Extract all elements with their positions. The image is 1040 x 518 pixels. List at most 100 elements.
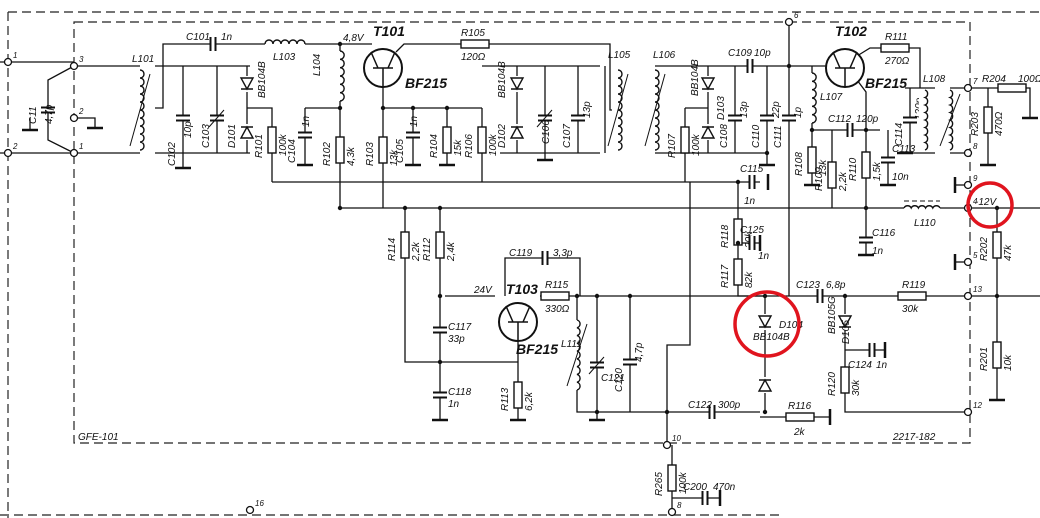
component-label: C114 (894, 122, 905, 146)
terminal-i1[interactable]: 1 (69, 142, 84, 158)
component-label: C122 (688, 400, 712, 411)
component-label: 300p (718, 400, 741, 411)
component-label: C118 (448, 387, 472, 398)
component-label: T102 (835, 23, 867, 39)
component-label: R118 (720, 224, 731, 248)
component-label: 2,4k (446, 241, 457, 262)
component-c121: C121 (588, 356, 625, 384)
terminal-label: 2 (12, 142, 18, 151)
component-label: D103 (716, 96, 727, 120)
terminal-i3[interactable]: 3 (69, 55, 85, 71)
junction-dot (735, 179, 741, 185)
component-label: BB105G (827, 296, 838, 334)
component-l106: L106 (644, 50, 676, 151)
component-c102: C102 10p (167, 114, 194, 166)
terminal-t13[interactable]: 13 (963, 285, 983, 301)
junction-dot (410, 105, 416, 111)
terminal-t8b[interactable]: 8 (667, 501, 683, 517)
terminal-label: 8 (973, 142, 978, 151)
component-label: 100k (488, 133, 499, 156)
component-l107: L107 (806, 72, 843, 124)
junction-dot (337, 105, 343, 111)
component-label: R119 (902, 280, 926, 291)
component-label: L103 (273, 52, 296, 63)
component-label: R108 (794, 152, 805, 176)
terminal-t9[interactable]: 9 (963, 174, 979, 190)
highlight-circle-supply (966, 181, 1014, 229)
component-label: 100k (678, 471, 689, 494)
component-label: 10k (1003, 354, 1014, 371)
component-label: 4,3k (346, 146, 357, 166)
terminal-t8[interactable]: 8 (963, 142, 979, 158)
terminal-t6[interactable]: 6 (784, 11, 800, 27)
component-label: 1,5k (872, 161, 883, 181)
component-label: 100Ω (1018, 74, 1040, 85)
component-label: 1n (744, 196, 756, 207)
component-label: R115 (545, 280, 569, 291)
component-label: R201 (979, 347, 990, 371)
component-label: BB104B (257, 61, 268, 98)
terminal-i2[interactable]: 2 (69, 107, 85, 123)
component-label: 3,3p (553, 248, 573, 259)
component-label: 1n (758, 251, 770, 262)
component-label: R106 (464, 134, 475, 158)
component-label: T103 (506, 281, 538, 297)
junction-dot (809, 127, 815, 133)
component-label: 1n (876, 360, 888, 371)
junction-dot (437, 359, 443, 365)
terminal-o1[interactable]: 1 (3, 51, 18, 67)
component-label: C111 (773, 126, 784, 148)
junction-dot (994, 205, 1000, 211)
terminal-t7[interactable]: 7 (963, 77, 979, 93)
component-label: C102 (167, 142, 178, 166)
component-label: 470Ω (994, 111, 1005, 136)
board-outline (0, 11, 1040, 518)
component-label: R105 (461, 28, 485, 39)
component-label: C108 (719, 124, 730, 148)
component-c106: C106 (536, 109, 553, 144)
component-label: R102 (322, 142, 333, 166)
junction-dot (380, 105, 386, 111)
component-label: D105 (841, 320, 852, 344)
component-label: C11 (28, 106, 39, 124)
component-label: L110 (914, 218, 936, 229)
component-label: R114 (387, 237, 398, 261)
component-label: L111 (561, 339, 582, 350)
component-label: R117 (720, 264, 731, 288)
junction-dot (594, 293, 600, 299)
junction-dot (764, 150, 770, 156)
terminal-t10[interactable]: 10 (662, 434, 682, 450)
component-label: 15k (453, 139, 464, 156)
component-label: 82k (744, 271, 755, 288)
terminal-t12[interactable]: 12 (963, 401, 983, 417)
component-label: R202 (979, 237, 990, 261)
component-label: 10p (183, 121, 194, 138)
terminal-label: 1 (13, 51, 17, 60)
terminal-t5[interactable]: 5 (963, 251, 979, 267)
component-label: D102 (497, 124, 508, 148)
component-label: 2,2k (838, 171, 849, 192)
component-label: C121 (601, 373, 625, 384)
component-label: 100k (691, 133, 702, 156)
terminal-t16[interactable]: 16 (245, 499, 265, 515)
component-label: 470n (713, 482, 736, 493)
component-label: BF215 (516, 341, 558, 357)
terminal-o2[interactable]: 2 (3, 142, 19, 158)
terminal-label: 6 (794, 11, 799, 20)
component-label: C123 (796, 280, 820, 291)
